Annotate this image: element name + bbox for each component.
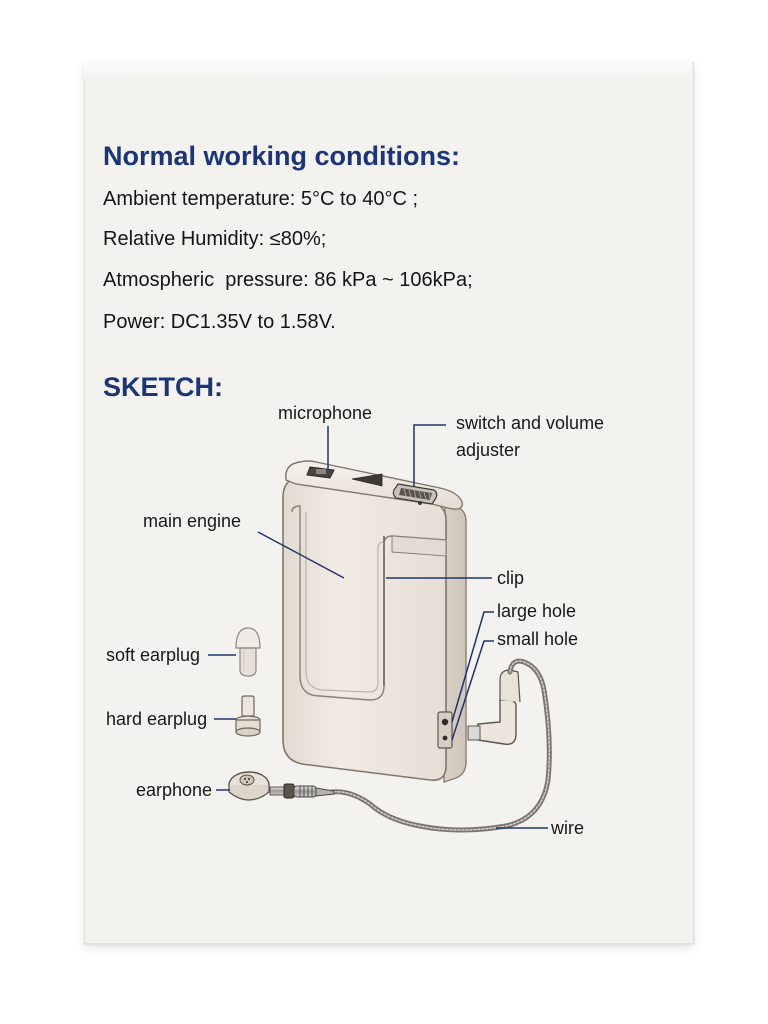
label-soft-earplug: soft earplug (106, 645, 200, 665)
label-wire: wire (550, 818, 584, 838)
main-engine-device (282, 460, 467, 783)
leader-main-engine (257, 531, 345, 579)
hard-earplug-device (235, 695, 261, 737)
condition-temperature: Ambient temperature: 5°C to 40°C ; (103, 188, 419, 210)
label-large-hole: large hole (497, 601, 576, 621)
earphone-device (228, 771, 335, 801)
label-small-hole: small hole (497, 629, 578, 649)
label-clip: clip (497, 568, 524, 588)
leader-small-hole (451, 640, 494, 741)
label-switch-line1: switch and volume (456, 413, 604, 433)
conditions-heading: Normal working conditions: (103, 141, 461, 171)
soft-earplug-device (235, 627, 261, 677)
box-top-edge (84, 62, 692, 80)
label-microphone: microphone (278, 403, 372, 423)
sketch-heading: SKETCH: (103, 372, 223, 402)
leader-switch (413, 424, 446, 486)
condition-power: Power: DC1.35V to 1.58V. (103, 311, 336, 333)
label-main-engine: main engine (143, 511, 241, 531)
label-earphone: earphone (136, 780, 212, 800)
label-switch-line2: adjuster (456, 440, 520, 460)
condition-humidity: Relative Humidity: ≤80%; (103, 228, 327, 250)
condition-pressure: Atmospheric pressure: 86 kPa ~ 106kPa; (103, 269, 473, 291)
leader-large-hole (451, 611, 494, 723)
label-hard-earplug: hard earplug (106, 709, 207, 729)
leader-lines (208, 424, 548, 829)
wire-plug (467, 669, 521, 745)
